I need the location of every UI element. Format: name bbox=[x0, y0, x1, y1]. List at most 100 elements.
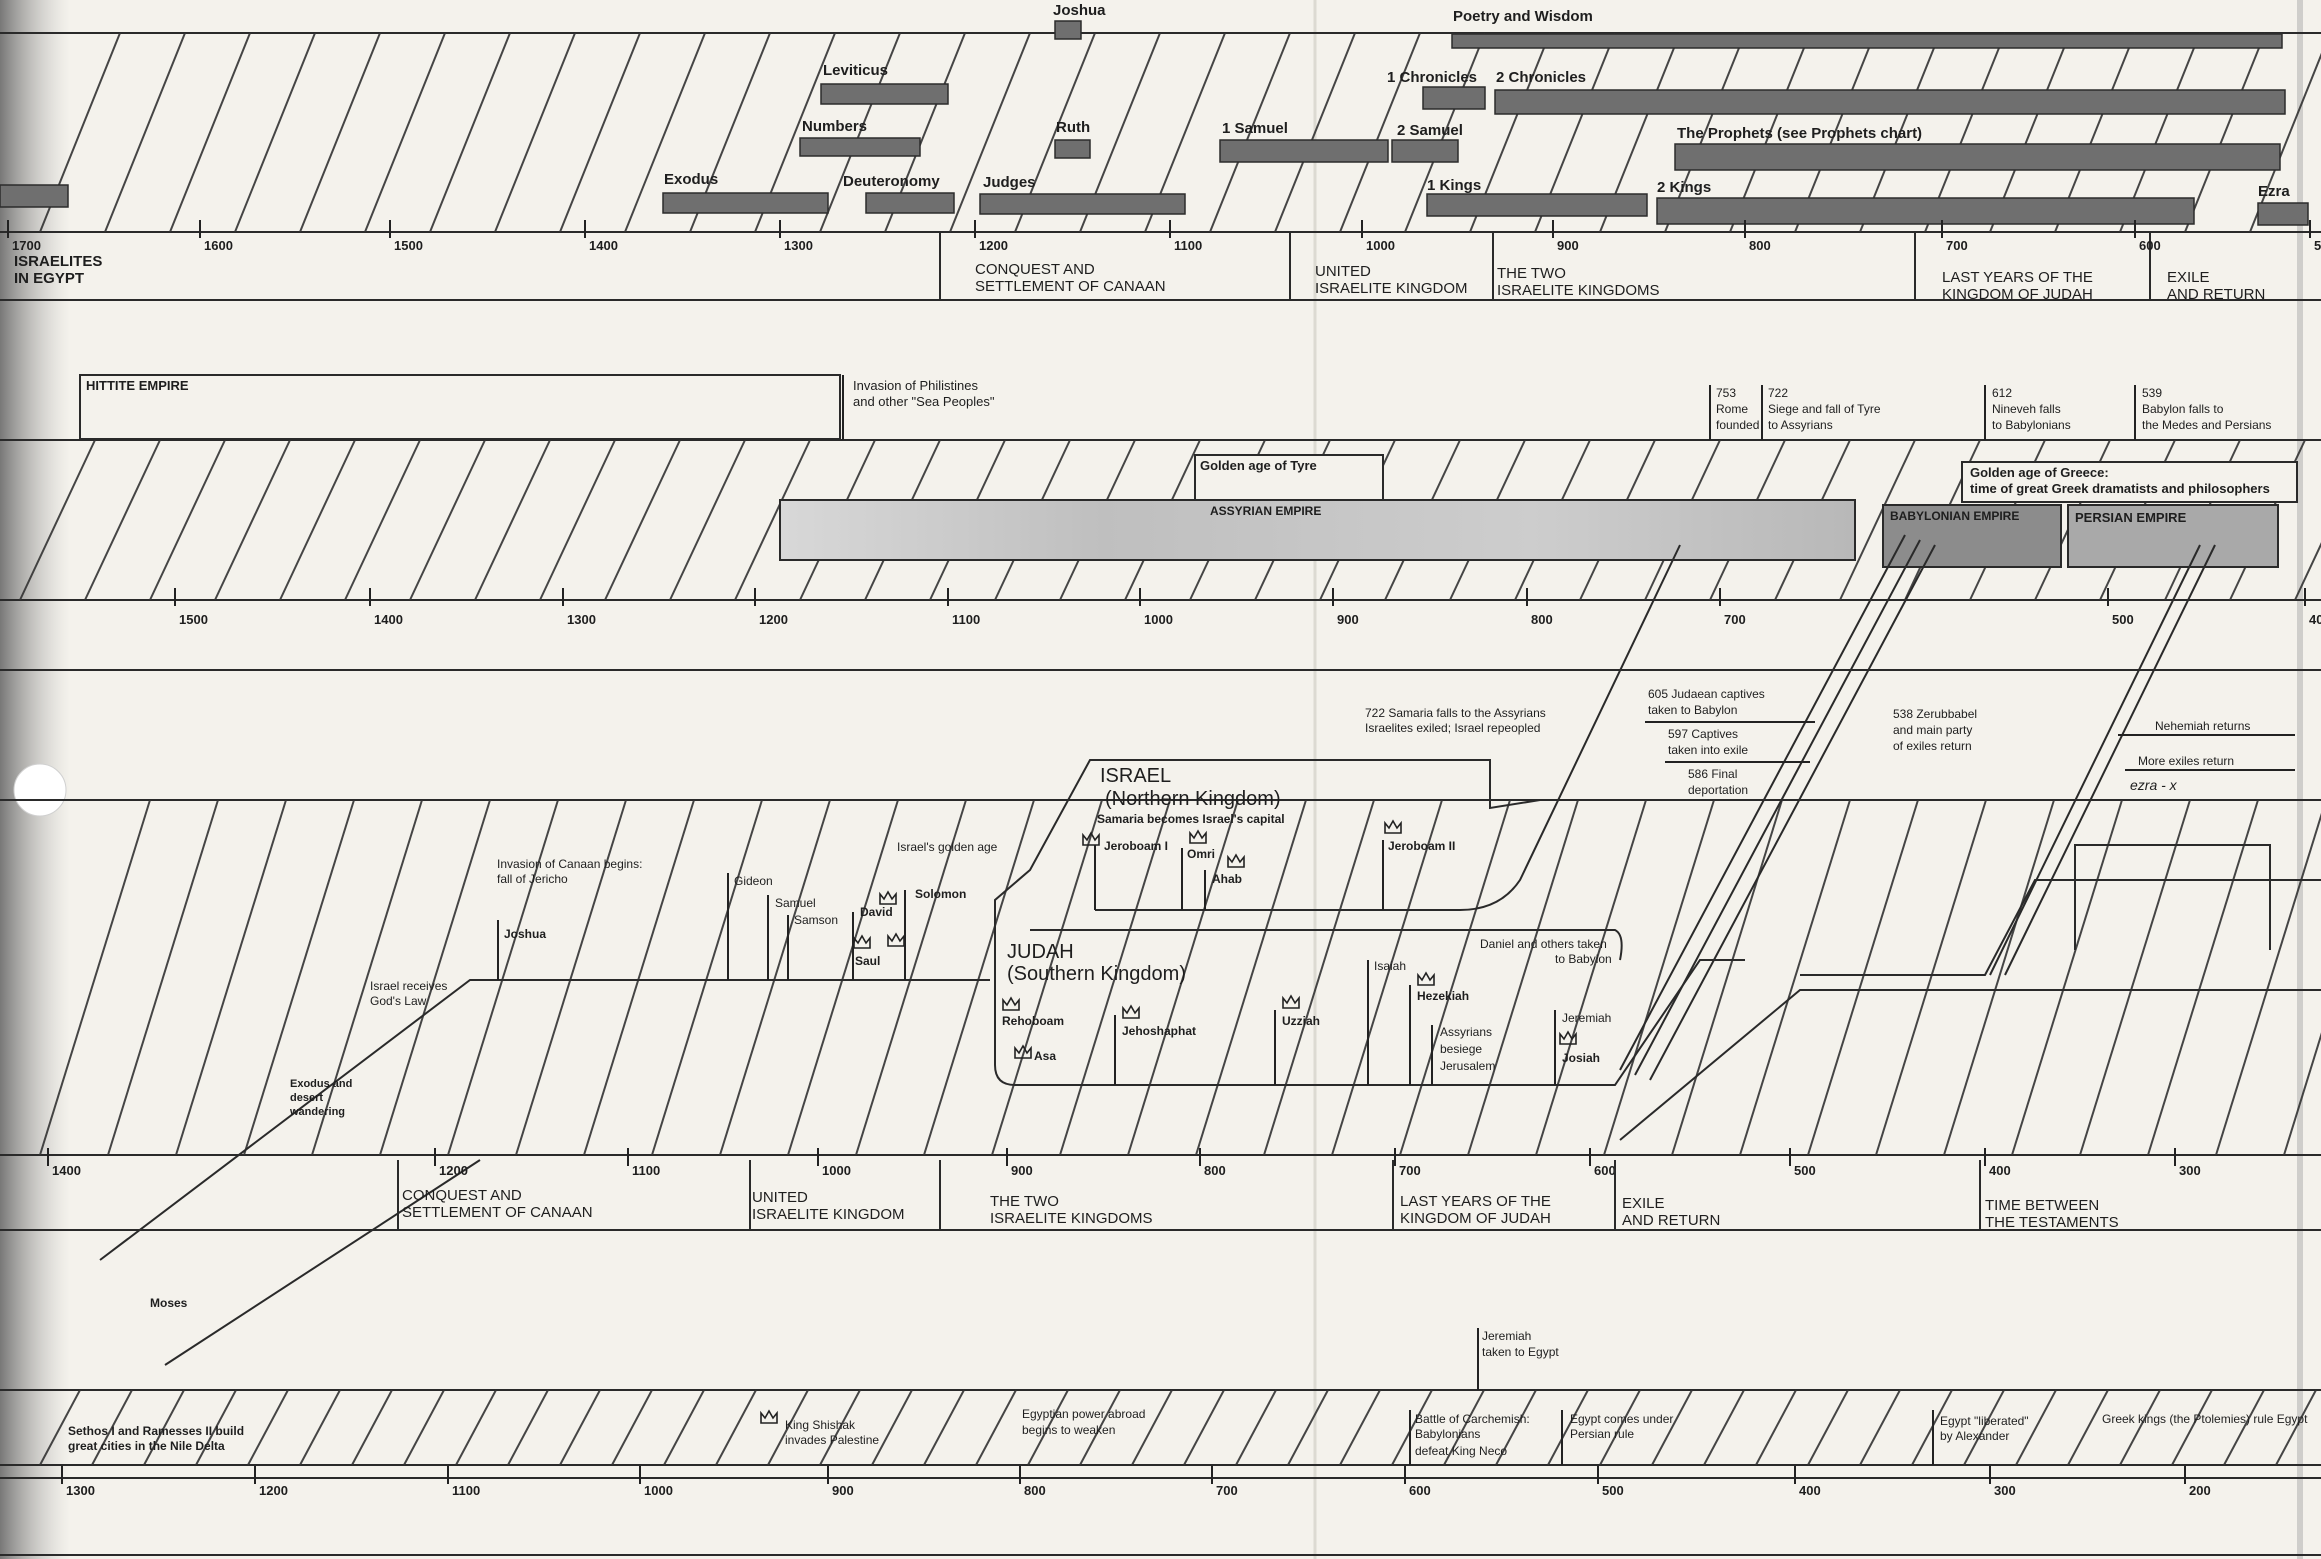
track-moses bbox=[164, 1159, 481, 1366]
label-538-3: of exiles return bbox=[1893, 739, 1972, 753]
hatch-line bbox=[1209, 32, 1291, 233]
hatch-line bbox=[84, 439, 161, 601]
hatch-line bbox=[403, 1389, 445, 1466]
label-samson: Samson bbox=[794, 913, 838, 927]
label-722-assyrians: to Assyrians bbox=[1768, 418, 1833, 432]
label-hezekiah: Hezekiah bbox=[1417, 989, 1469, 1003]
hatch-line bbox=[1127, 799, 1239, 1156]
track-return-1 bbox=[1989, 544, 2201, 976]
band4-year-label: 600 bbox=[1409, 1483, 1431, 1498]
label-597-2: taken into exile bbox=[1668, 743, 1748, 757]
track-return-main bbox=[1800, 879, 2321, 976]
band3-year-label: 900 bbox=[1011, 1163, 1033, 1178]
hatch-line bbox=[1703, 1389, 1745, 1466]
band2-year-label: 1200 bbox=[759, 612, 788, 627]
track-exile-2 bbox=[1634, 539, 1921, 1076]
label-nehemiah: Nehemiah returns bbox=[2155, 719, 2250, 733]
bar-2-chronicles bbox=[1494, 89, 2286, 115]
label-shishak-1: King Shishak bbox=[785, 1418, 856, 1432]
band3-year-label: 500 bbox=[1794, 1163, 1816, 1178]
label-597-1: 597 Captives bbox=[1668, 727, 1738, 741]
hatch-line bbox=[1195, 799, 1307, 1156]
hatch-line bbox=[949, 32, 1031, 233]
band2-year-label: 400 bbox=[2309, 612, 2321, 627]
hatch-line bbox=[669, 439, 746, 601]
hatch-line bbox=[1671, 799, 1783, 1156]
band1-year-label: 1000 bbox=[1366, 238, 1395, 253]
hatch-line bbox=[1339, 1389, 1381, 1466]
label-poetry-wisdom: Poetry and Wisdom bbox=[1453, 8, 1593, 25]
label-722-tyre: Siege and fall of Tyre bbox=[1768, 402, 1881, 416]
label-alexander-1: Egypt "liberated" bbox=[1940, 1414, 2029, 1428]
label-samaria-capital: Samaria becomes Israel's capital bbox=[1097, 812, 1285, 826]
period-united-1: UNITED bbox=[1315, 263, 1371, 280]
period-conquest-2: SETTLEMENT OF CANAAN bbox=[975, 278, 1166, 295]
band1-year-label: 800 bbox=[1749, 238, 1771, 253]
band2-year-label: 1400 bbox=[374, 612, 403, 627]
band3-year-label: 1100 bbox=[632, 1163, 660, 1178]
hatch-line bbox=[2184, 32, 2266, 233]
period-exile-2: AND RETURN bbox=[2167, 286, 2265, 303]
label-ptolemies: Greek kings (the Ptolemies) rule Egypt bbox=[2102, 1412, 2308, 1426]
label-jeremiah-prophet: Jeremiah bbox=[1562, 1011, 1611, 1025]
track-exodus-conquest bbox=[99, 979, 990, 1261]
hatch-line bbox=[234, 32, 316, 233]
hatch-line bbox=[409, 439, 486, 601]
label-prophets: The Prophets (see Prophets chart) bbox=[1677, 125, 1922, 142]
bar-prophets bbox=[1674, 143, 2281, 171]
hatch-line bbox=[734, 439, 811, 601]
hatch-line bbox=[1131, 1389, 1173, 1466]
label-1-kings: 1 Kings bbox=[1427, 177, 1481, 194]
bar-2-samuel bbox=[1391, 139, 1459, 163]
period-united-2: ISRAELITE KINGDOM bbox=[1315, 280, 1468, 297]
label-1-samuel: 1 Samuel bbox=[1222, 120, 1288, 137]
label-612-babylonians: to Babylonians bbox=[1992, 418, 2071, 432]
label-solomon: Solomon bbox=[915, 887, 966, 901]
hatch-line bbox=[559, 1389, 601, 1466]
hatch-line bbox=[2119, 1389, 2161, 1466]
band1-year-label: 600 bbox=[2139, 238, 2161, 253]
label-assyrians-1: Assyrians bbox=[1440, 1025, 1492, 1039]
hatch-line bbox=[474, 439, 551, 601]
hatch-line bbox=[351, 1389, 393, 1466]
track-israel-exile bbox=[1095, 544, 1681, 911]
hatch-line bbox=[1603, 799, 1715, 1156]
hatch-line bbox=[1339, 32, 1421, 233]
hatch-line bbox=[107, 799, 219, 1156]
label-more-exiles: More exiles return bbox=[2138, 754, 2234, 768]
track-post-exile bbox=[1619, 989, 2321, 1141]
label-ezra: Ezra bbox=[2258, 183, 2290, 200]
label-rehoboam: Rehoboam bbox=[1002, 1014, 1064, 1028]
hatch-line bbox=[195, 1389, 237, 1466]
label-alexander-2: by Alexander bbox=[1940, 1429, 2009, 1443]
box-golden-age-tyre bbox=[1194, 454, 1384, 501]
band4-year-label: 500 bbox=[1602, 1483, 1624, 1498]
label-philistines-1: Invasion of Philistines bbox=[853, 378, 979, 393]
band2-year-label: 700 bbox=[1724, 612, 1746, 627]
period-egypt-2: IN EGYPT bbox=[14, 270, 84, 287]
label-jehoshaphat: Jehoshaphat bbox=[1122, 1024, 1196, 1038]
label-babylonian-empire: BABYLONIAN EMPIRE bbox=[1890, 509, 2019, 523]
band4-year-label: 1100 bbox=[452, 1483, 480, 1498]
hatch-line bbox=[1839, 439, 1916, 601]
hatch-line bbox=[604, 439, 681, 601]
period3-conquest-1: CONQUEST AND bbox=[402, 1187, 522, 1204]
hatch-line bbox=[1331, 799, 1443, 1156]
band1-year-label: 700 bbox=[1946, 238, 1968, 253]
crown-icon bbox=[1014, 1044, 1032, 1059]
hatch-line bbox=[1547, 1389, 1589, 1466]
crown-icon bbox=[1559, 1030, 1577, 1045]
label-hittite-empire: HITTITE EMPIRE bbox=[86, 378, 189, 393]
label-josiah: Josiah bbox=[1562, 1051, 1600, 1065]
label-jeremiah-egypt-1: Jeremiah bbox=[1482, 1329, 1531, 1343]
label-assyrians-3: Jerusalem bbox=[1440, 1059, 1495, 1073]
period3-last-2: KINGDOM OF JUDAH bbox=[1400, 1210, 1551, 1227]
hatch-line bbox=[2223, 1389, 2265, 1466]
hatch-line bbox=[2067, 1389, 2109, 1466]
hatch-line bbox=[611, 1389, 653, 1466]
hatch-line bbox=[169, 32, 251, 233]
track-exile-1 bbox=[1619, 534, 1906, 1071]
hatch-line bbox=[2079, 799, 2191, 1156]
label-753-founded: founded bbox=[1716, 418, 1759, 432]
